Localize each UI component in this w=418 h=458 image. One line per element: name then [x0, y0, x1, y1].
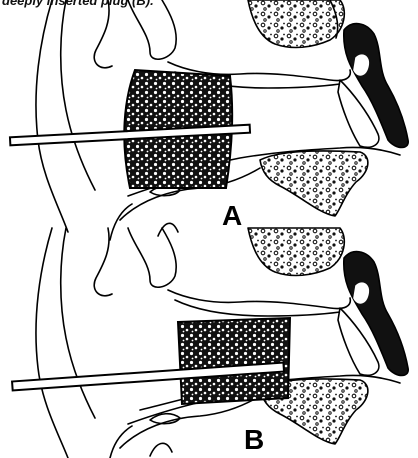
- canal-upper-wall: [168, 290, 350, 309]
- upper-bone-outline: [248, 0, 344, 47]
- plug-b-body: [178, 318, 290, 404]
- canal-upper-wall-inner: [175, 300, 340, 316]
- figure-caption: deeply inserted plug (B).: [2, 0, 154, 8]
- earplug-a: [10, 70, 250, 188]
- panel-label-a: A: [222, 202, 242, 230]
- lower-bone-outline: [260, 151, 368, 216]
- ossicle-highlight: [354, 283, 368, 303]
- lower-fold-2: [150, 443, 172, 456]
- skin-contour-inner: [61, 228, 95, 418]
- skin-contour-inner: [61, 0, 95, 190]
- panel-label-b: B: [244, 426, 264, 454]
- lower-fold-3: [110, 426, 132, 458]
- tragus: [128, 0, 176, 59]
- skin-contour-outer: [36, 228, 68, 458]
- skin-contour-outer: [36, 0, 68, 232]
- ossicle-highlight: [354, 55, 368, 75]
- lower-fold-3: [110, 204, 132, 240]
- tragus: [128, 228, 176, 287]
- auricle-fold: [94, 0, 112, 68]
- upper-bone-outline: [248, 228, 344, 275]
- lower-fold-2: [158, 223, 178, 236]
- auricle-fold: [94, 228, 112, 296]
- earplug-b: [12, 318, 290, 404]
